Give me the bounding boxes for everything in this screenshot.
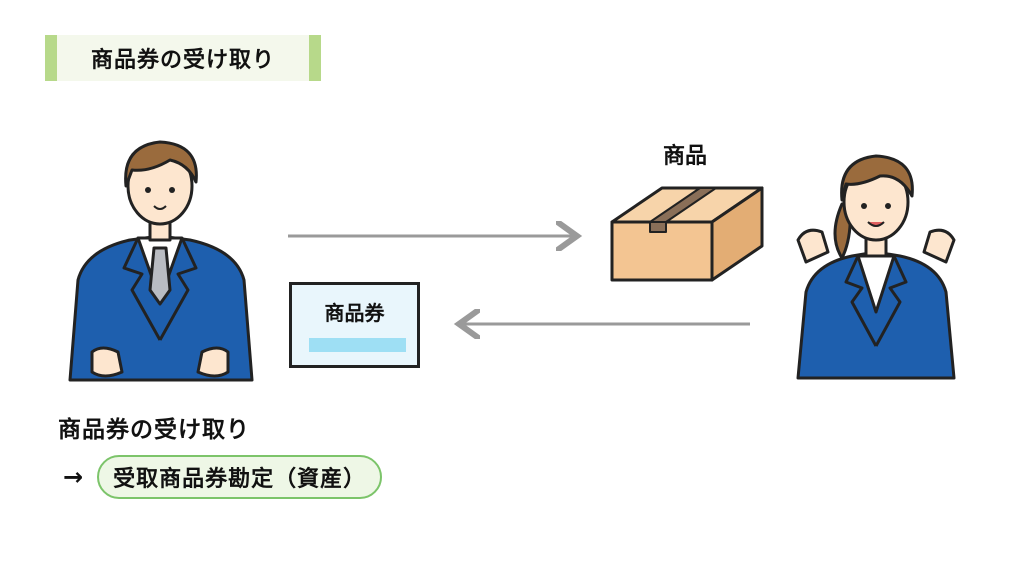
gift-certificate-label: 商品券 — [324, 301, 385, 325]
cardboard-box-icon — [610, 186, 764, 282]
businessman-figure — [68, 140, 254, 382]
title-text: 商品券の受け取り — [90, 48, 275, 73]
answer-pill: 受取商品券勘定（資産） — [97, 455, 383, 499]
answer-text: 受取商品券勘定（資産） — [113, 467, 367, 492]
title-tag: 商品券の受け取り — [45, 35, 321, 81]
businesswoman-figure — [796, 154, 956, 380]
answer-row: → 受取商品券勘定（資産） — [63, 454, 383, 500]
right-arrow-icon: → — [63, 463, 84, 491]
goods-label: 商品 — [662, 144, 707, 169]
gift-certificate-bar — [309, 338, 406, 352]
gift-certificate: 商品券 — [289, 282, 420, 368]
caption: 商品券の受け取り — [58, 417, 250, 443]
